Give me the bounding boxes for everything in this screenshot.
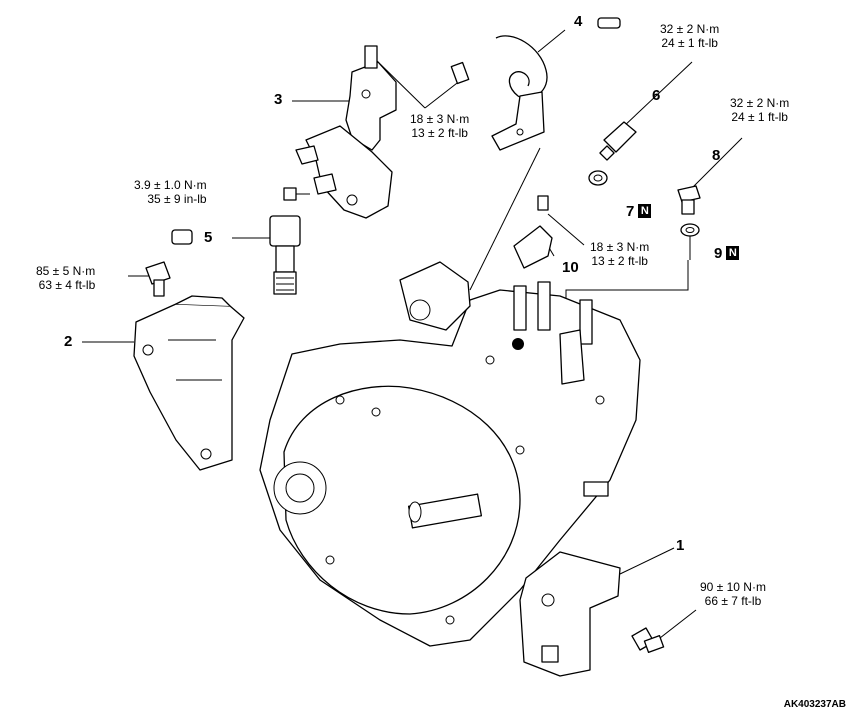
sensor-part-5 [171, 187, 301, 295]
torque-nm: 3.9 ± 1.0 N·m [134, 178, 207, 192]
part-number-9-text: 9 [714, 245, 723, 262]
switch-part-6 [599, 121, 637, 161]
torque-ftlb: 63 ± 4 ft-lb [38, 278, 96, 292]
gasket-part-7 [588, 170, 608, 186]
pipe-part-4 [491, 17, 621, 151]
part-number-10: 10 [562, 259, 579, 276]
bracket-part-3 [295, 45, 470, 219]
torque-label-6: 32 ± 2 N·m 24 ± 1 ft-lb [660, 22, 719, 50]
mount-bolt-right [631, 627, 665, 654]
part-number-4: 4 [574, 13, 583, 30]
torque-nm: 18 ± 3 N·m [410, 112, 470, 126]
part-number-6: 6 [652, 87, 661, 104]
torque-ftlb: 66 ± 7 ft-lb [704, 594, 762, 608]
part-number-5: 5 [204, 229, 213, 246]
torque-nm: 32 ± 2 N·m [660, 22, 720, 36]
gasket-part-9 [680, 223, 700, 237]
torque-label-3: 18 ± 3 N·m 13 ± 2 ft-lb [410, 112, 469, 140]
torque-ftlb: 35 ± 9 in-lb [147, 192, 207, 206]
torque-label-left-bolt: 85 ± 5 N·m 63 ± 4 ft-lb [36, 264, 95, 292]
part-number-3: 3 [274, 91, 283, 108]
mount-bracket-part-2 [133, 295, 245, 471]
reference-code: AK403237AB [783, 699, 846, 710]
torque-nm: 18 ± 3 N·m [590, 240, 650, 254]
part-number-7-text: 7 [626, 203, 635, 220]
mount-bracket-part-1 [519, 551, 621, 677]
part-number-1: 1 [676, 537, 685, 554]
non-reusable-badge: N [638, 204, 652, 218]
torque-ftlb: 24 ± 1 ft-lb [731, 110, 788, 124]
torque-label-right-bolt: 90 ± 10 N·m 66 ± 7 ft-lb [700, 580, 766, 608]
part-number-2: 2 [64, 333, 73, 350]
non-reusable-badge: N [726, 246, 740, 260]
part-number-8: 8 [712, 147, 721, 164]
torque-ftlb: 24 ± 1 ft-lb [661, 36, 718, 50]
torque-label-10: 18 ± 3 N·m 13 ± 2 ft-lb [590, 240, 649, 268]
torque-nm: 32 ± 2 N·m [730, 96, 790, 110]
bracket-part-10 [513, 195, 553, 269]
torque-nm: 85 ± 5 N·m [36, 264, 96, 278]
torque-label-8: 32 ± 2 N·m 24 ± 1 ft-lb [730, 96, 789, 124]
transmission-case [259, 261, 641, 647]
torque-ftlb: 13 ± 2 ft-lb [591, 254, 648, 268]
torque-nm: 90 ± 10 N·m [700, 580, 766, 594]
bolt-part-8 [677, 185, 701, 215]
mount-bolt-left [145, 261, 171, 297]
torque-ftlb: 13 ± 2 ft-lb [411, 126, 468, 140]
torque-label-5: 3.9 ± 1.0 N·m 35 ± 9 in-lb [134, 178, 207, 206]
